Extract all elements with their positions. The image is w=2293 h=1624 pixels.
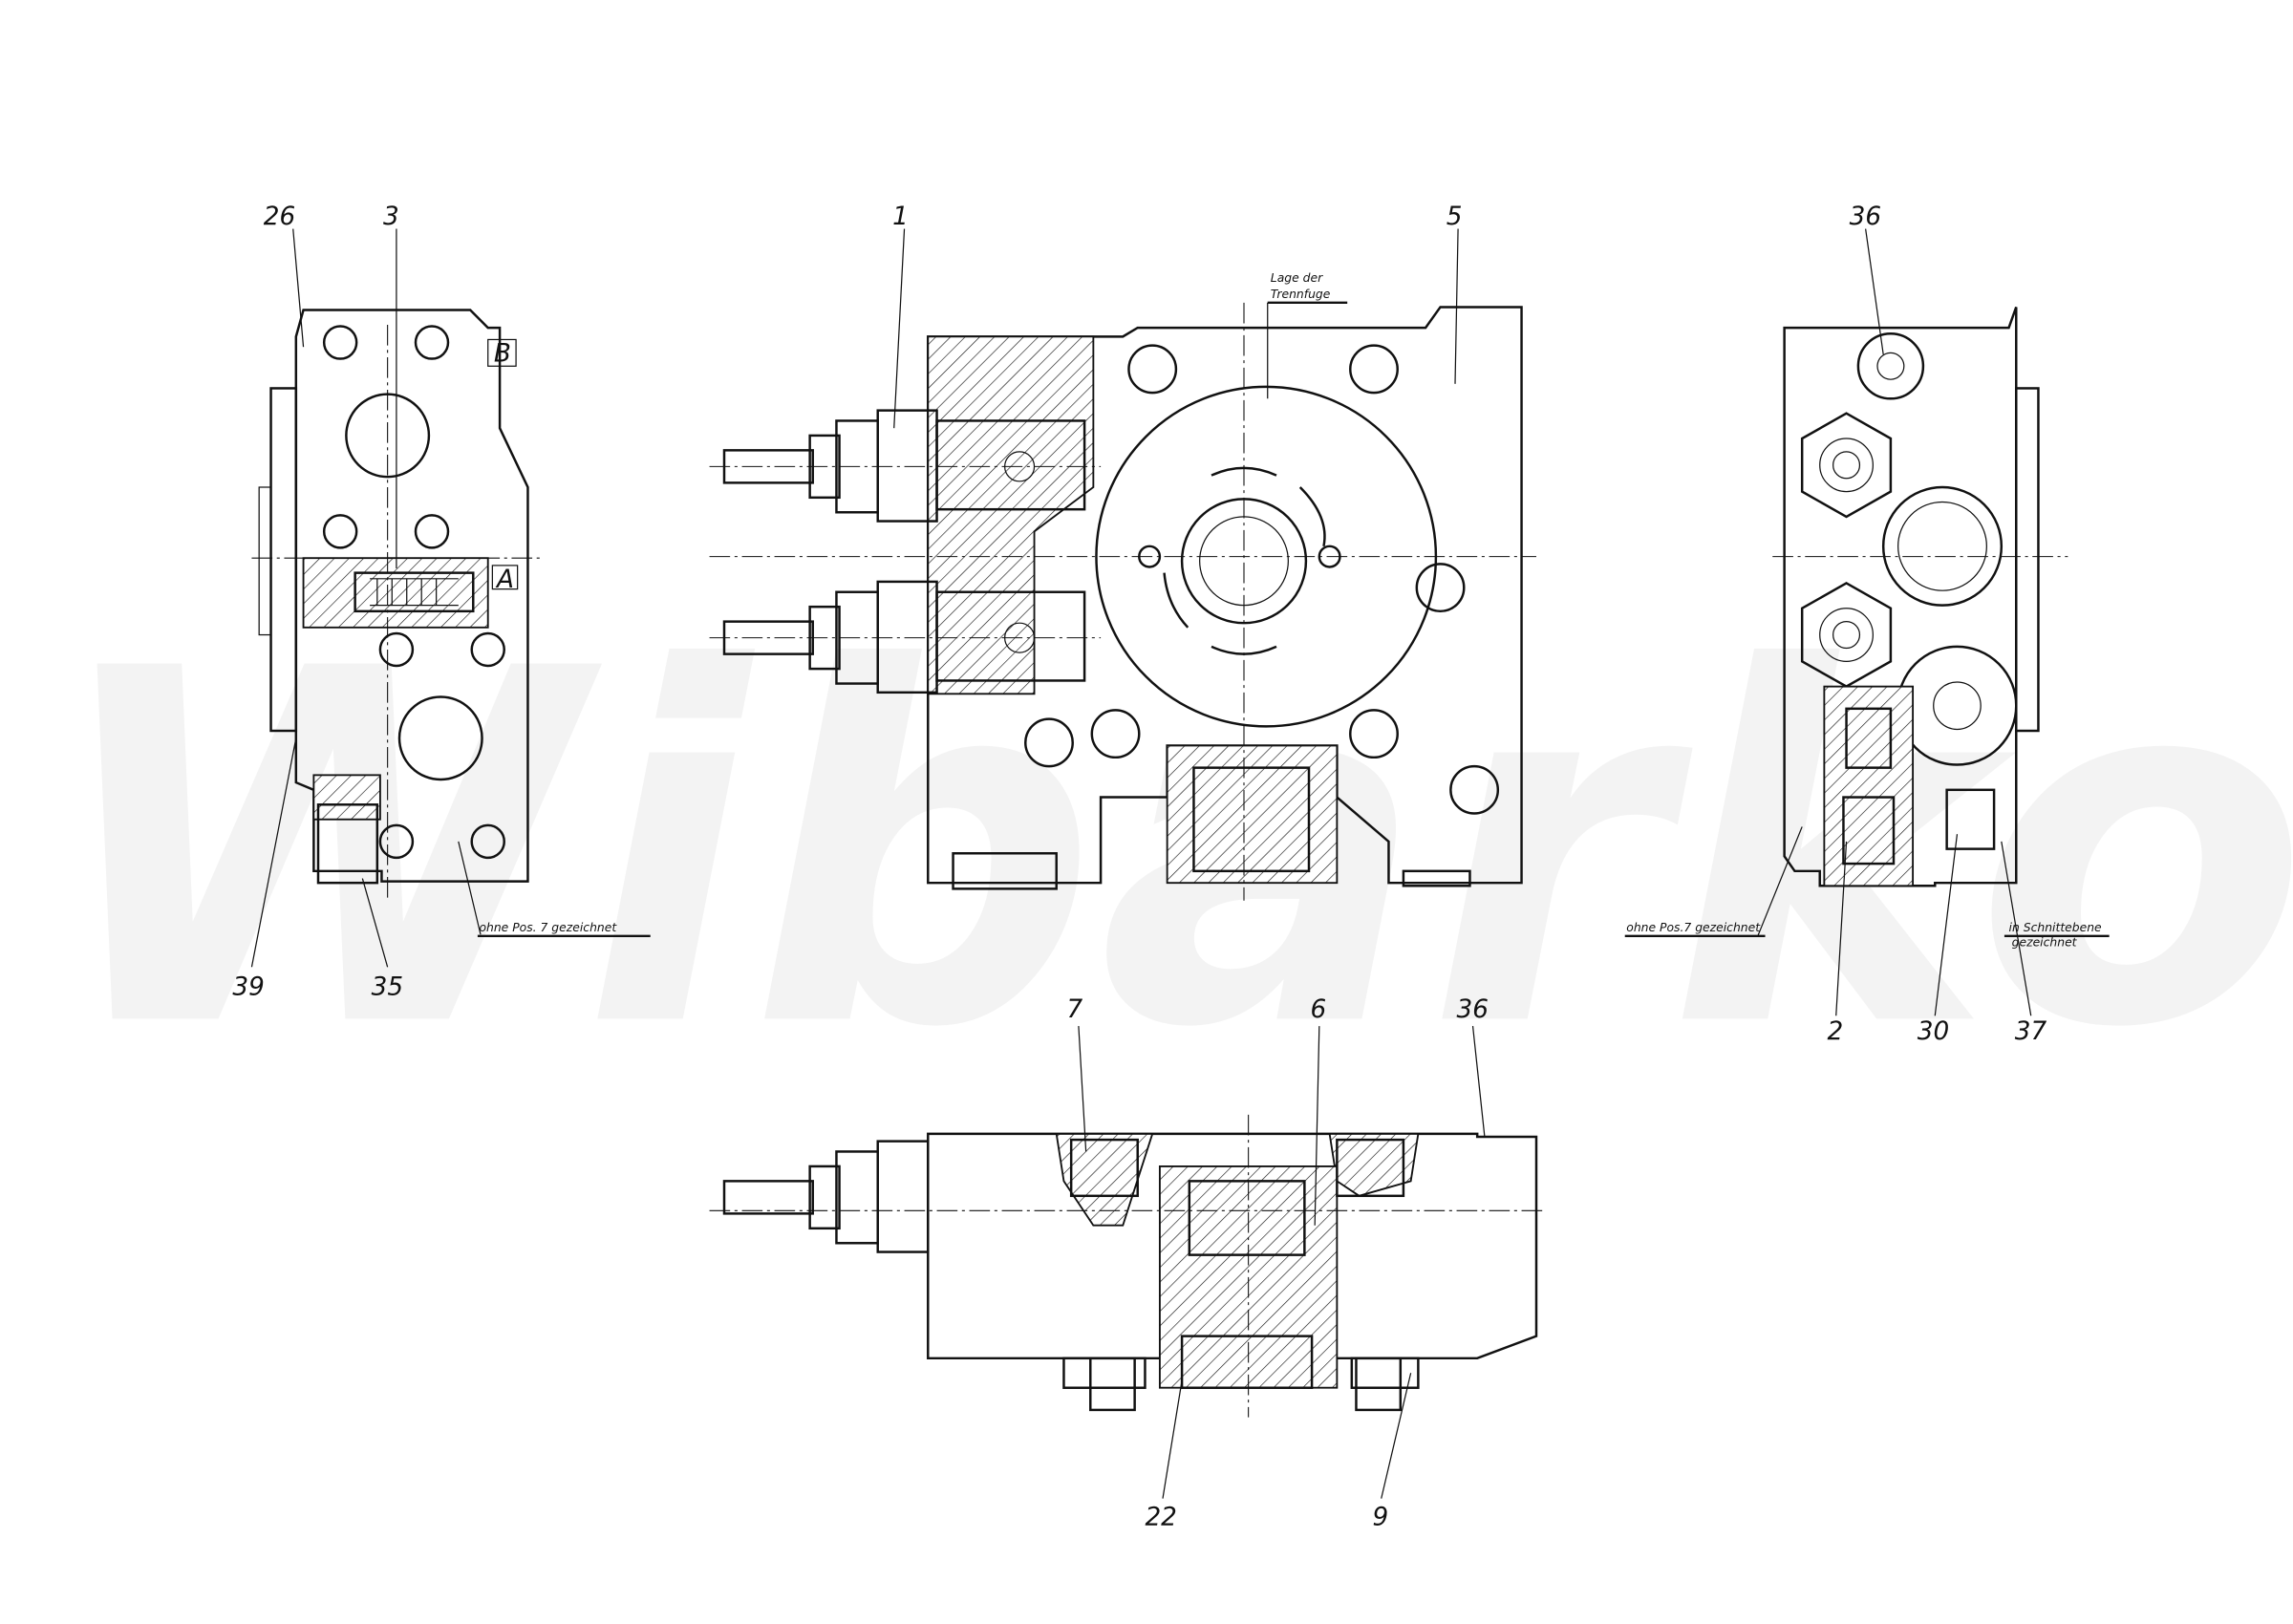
callout-30: 30 bbox=[1918, 1017, 1949, 1046]
callout-9: 9 bbox=[1372, 1503, 1388, 1531]
note-left-without-pos7: ohne Pos. 7 gezeichnet bbox=[479, 921, 617, 934]
callout-22: 22 bbox=[1145, 1503, 1176, 1531]
port-a-label: A bbox=[495, 566, 514, 594]
front-view: Lage der Trennfuge bbox=[709, 228, 1536, 901]
note-trennfuge-2: Trennfuge bbox=[1271, 288, 1331, 301]
port-b-label: B bbox=[494, 340, 511, 369]
callouts: 26 3 39 35 1 5 36 2 30 37 7 6 36 22 9 bbox=[232, 203, 2047, 1532]
callout-6: 6 bbox=[1311, 995, 1327, 1024]
right-side-view bbox=[1624, 228, 2110, 1016]
note-section-1: in Schnittebene bbox=[2009, 921, 2103, 934]
callout-35: 35 bbox=[372, 973, 403, 1002]
callout-37: 37 bbox=[2015, 1017, 2047, 1046]
note-section-2: gezeichnet bbox=[2012, 936, 2078, 950]
note-right-without-pos7: ohne Pos.7 gezeichnet bbox=[1626, 921, 1761, 934]
callout-7: 7 bbox=[1067, 995, 1083, 1024]
callout-36-bottom: 36 bbox=[1457, 995, 1489, 1024]
callout-3: 3 bbox=[383, 203, 399, 231]
callout-36-right: 36 bbox=[1850, 203, 1881, 231]
bottom-view bbox=[709, 1026, 1544, 1499]
left-side-view: B A bbox=[250, 228, 651, 968]
callout-5: 5 bbox=[1447, 203, 1463, 231]
callout-26: 26 bbox=[264, 203, 295, 231]
callout-2: 2 bbox=[1827, 1017, 1843, 1046]
callout-1: 1 bbox=[892, 203, 909, 231]
note-trennfuge-1: Lage der bbox=[1271, 271, 1323, 285]
callout-39: 39 bbox=[232, 973, 264, 1002]
